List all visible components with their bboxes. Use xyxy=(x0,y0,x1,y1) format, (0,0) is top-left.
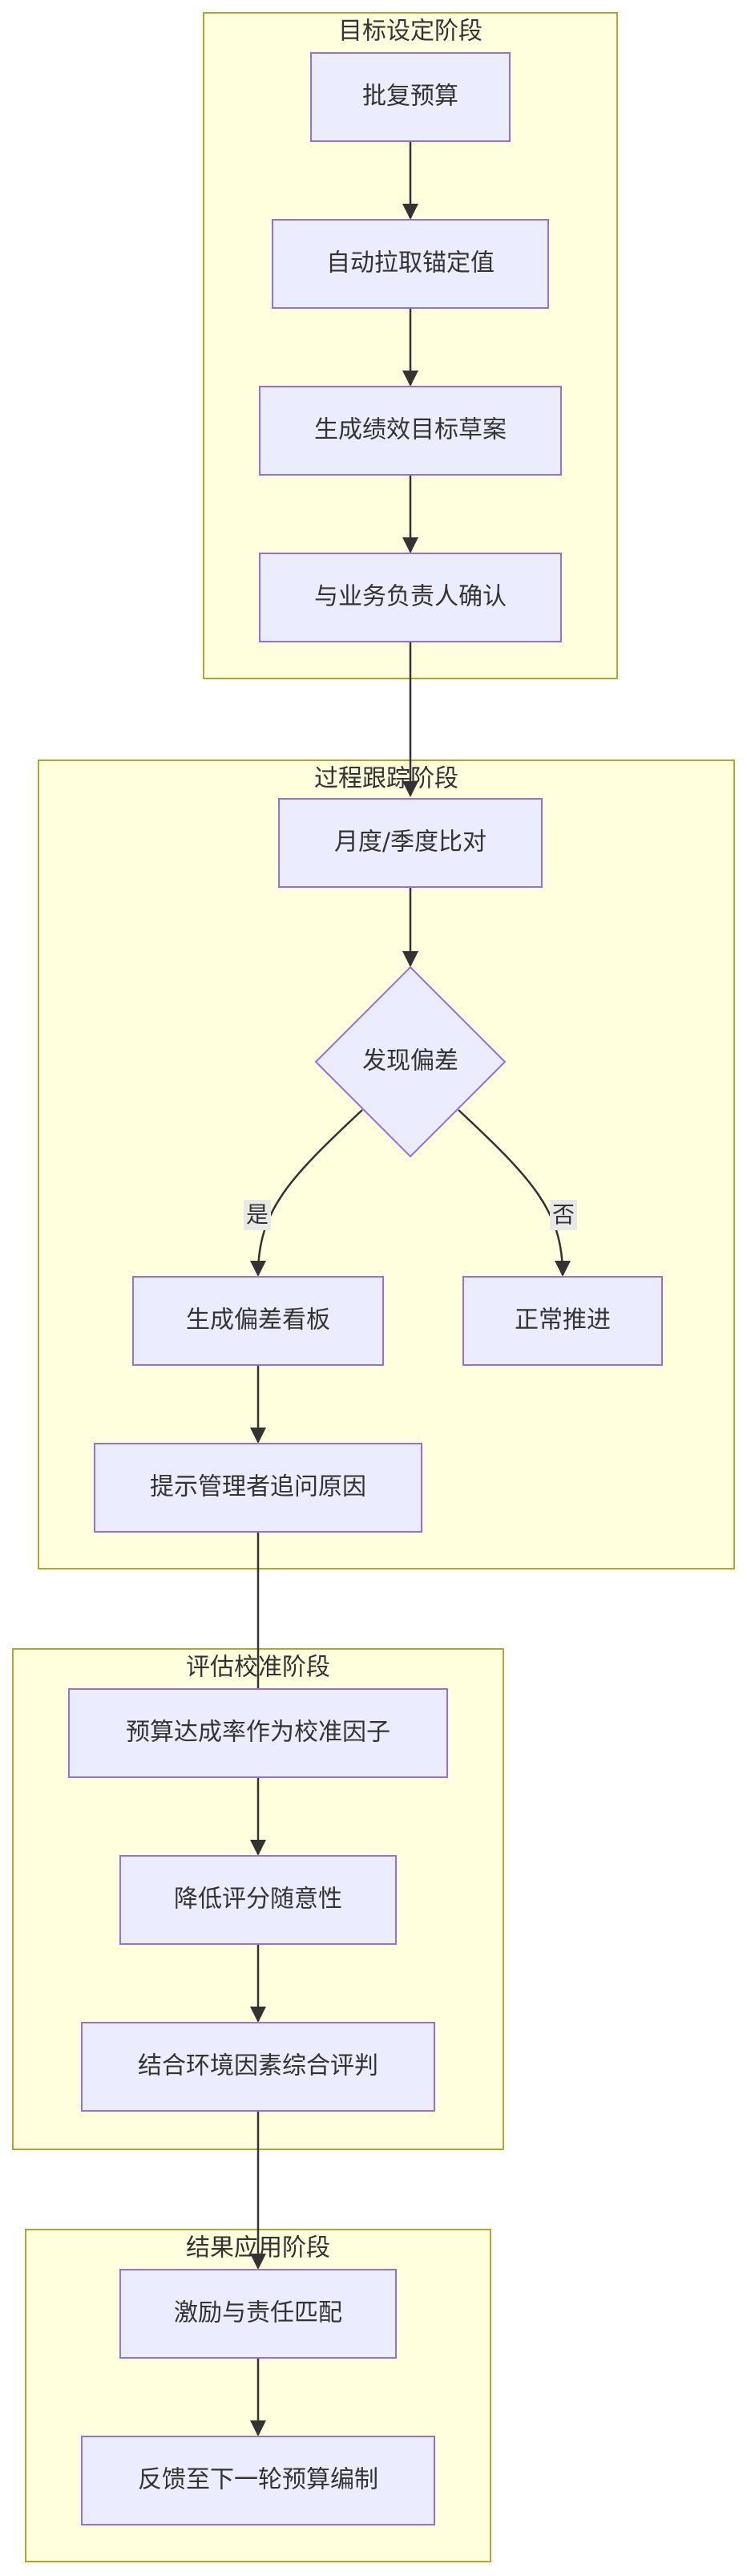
node-deviation-board: 生成偏差看板 xyxy=(132,1276,384,1366)
node-deviation-decision: 发现偏差 xyxy=(314,966,507,1158)
node-approve-budget: 批复预算 xyxy=(310,52,511,142)
node-normal-progress: 正常推进 xyxy=(462,1276,663,1366)
node-confirm-owner: 与业务负责人确认 xyxy=(259,553,562,642)
edges xyxy=(250,141,571,2436)
svg-text:发现偏差: 发现偏差 xyxy=(362,1047,458,1075)
svg-text:是: 是 xyxy=(246,1201,269,1228)
edge-label-yes: 是 xyxy=(244,1200,271,1230)
node-pull-anchor: 自动拉取锚定值 xyxy=(272,219,549,309)
svg-text:生成偏差看板: 生成偏差看板 xyxy=(186,1306,330,1335)
edge-deviation-no xyxy=(458,1109,571,1277)
svg-text:否: 否 xyxy=(552,1201,575,1228)
node-combined-rating: 结合环境因素综合评判 xyxy=(81,2022,435,2112)
svg-text:结合环境因素综合评判: 结合环境因素综合评判 xyxy=(138,2052,378,2080)
svg-text:激励与责任匹配: 激励与责任匹配 xyxy=(174,2299,342,2327)
svg-text:预算达成率作为校准因子: 预算达成率作为校准因子 xyxy=(126,1719,390,1747)
edge-deviation-yes xyxy=(250,1109,363,1277)
node-draft-target: 生成绩效目标草案 xyxy=(259,386,562,476)
node-monthly-compare: 月度/季度比对 xyxy=(278,798,543,888)
svg-text:提示管理者追问原因: 提示管理者追问原因 xyxy=(150,1473,366,1501)
svg-text:与业务负责人确认: 与业务负责人确认 xyxy=(314,583,507,611)
edge-label-no: 否 xyxy=(550,1200,577,1230)
svg-text:自动拉取锚定值: 自动拉取锚定值 xyxy=(326,249,495,277)
svg-text:生成绩效目标草案: 生成绩效目标草案 xyxy=(314,416,507,444)
node-prompt-manager: 提示管理者追问原因 xyxy=(94,1443,422,1533)
node-feedback-next: 反馈至下一轮预算编制 xyxy=(81,2436,435,2525)
cluster-goal-setting-title: 目标设定阶段 xyxy=(338,18,483,46)
node-reduce-arbitrary: 降低评分随意性 xyxy=(119,1855,397,1945)
cluster-process-tracking: 过程跟踪阶段 xyxy=(38,759,735,1569)
cluster-process-tracking-title: 过程跟踪阶段 xyxy=(314,765,458,793)
svg-text:批复预算: 批复预算 xyxy=(362,83,458,111)
node-incentive-match: 激励与责任匹配 xyxy=(119,2269,397,2359)
svg-text:月度/季度比对: 月度/季度比对 xyxy=(334,828,487,857)
svg-text:正常推进: 正常推进 xyxy=(515,1306,611,1335)
node-calibration-factor: 预算达成率作为校准因子 xyxy=(68,1688,448,1778)
svg-text:降低评分随意性: 降低评分随意性 xyxy=(174,1885,342,1914)
svg-text:反馈至下一轮预算编制: 反馈至下一轮预算编制 xyxy=(138,2466,378,2494)
